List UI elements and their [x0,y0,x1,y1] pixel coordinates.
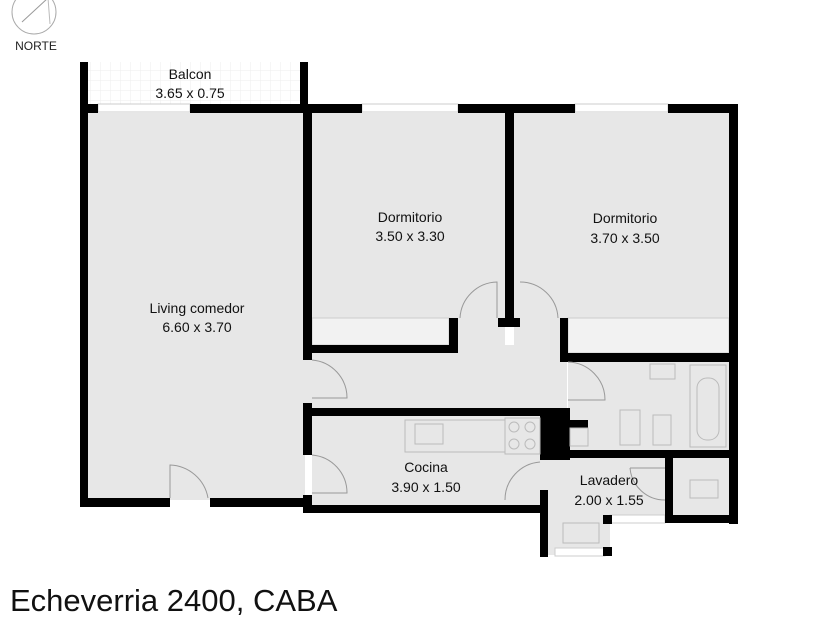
room-name-lavadero: Lavadero [580,472,639,488]
walls [80,62,738,557]
room-name-dormitorio-1: Dormitorio [378,209,443,225]
room-size-balcon: 3.65 x 0.75 [155,85,224,101]
windows [97,103,669,557]
room-name-balcon: Balcon [169,66,212,82]
compass-label: NORTE [15,39,57,53]
room-name-dormitorio-2: Dormitorio [593,210,658,226]
room-name-cocina: Cocina [404,459,448,475]
fixtures [404,363,727,544]
room-size-dormitorio-2: 3.70 x 3.50 [590,230,659,246]
room-size-living: 6.60 x 3.70 [162,319,231,335]
floors [88,62,730,555]
room-size-cocina: 3.90 x 1.50 [391,479,460,495]
room-size-lavadero: 2.00 x 1.55 [574,492,643,508]
room-size-dormitorio-1: 3.50 x 3.30 [375,228,444,244]
doors [169,281,666,501]
room-name-living: Living comedor [150,300,245,316]
address-title: Echeverria 2400, CABA [10,583,338,618]
compass-icon [11,0,57,35]
